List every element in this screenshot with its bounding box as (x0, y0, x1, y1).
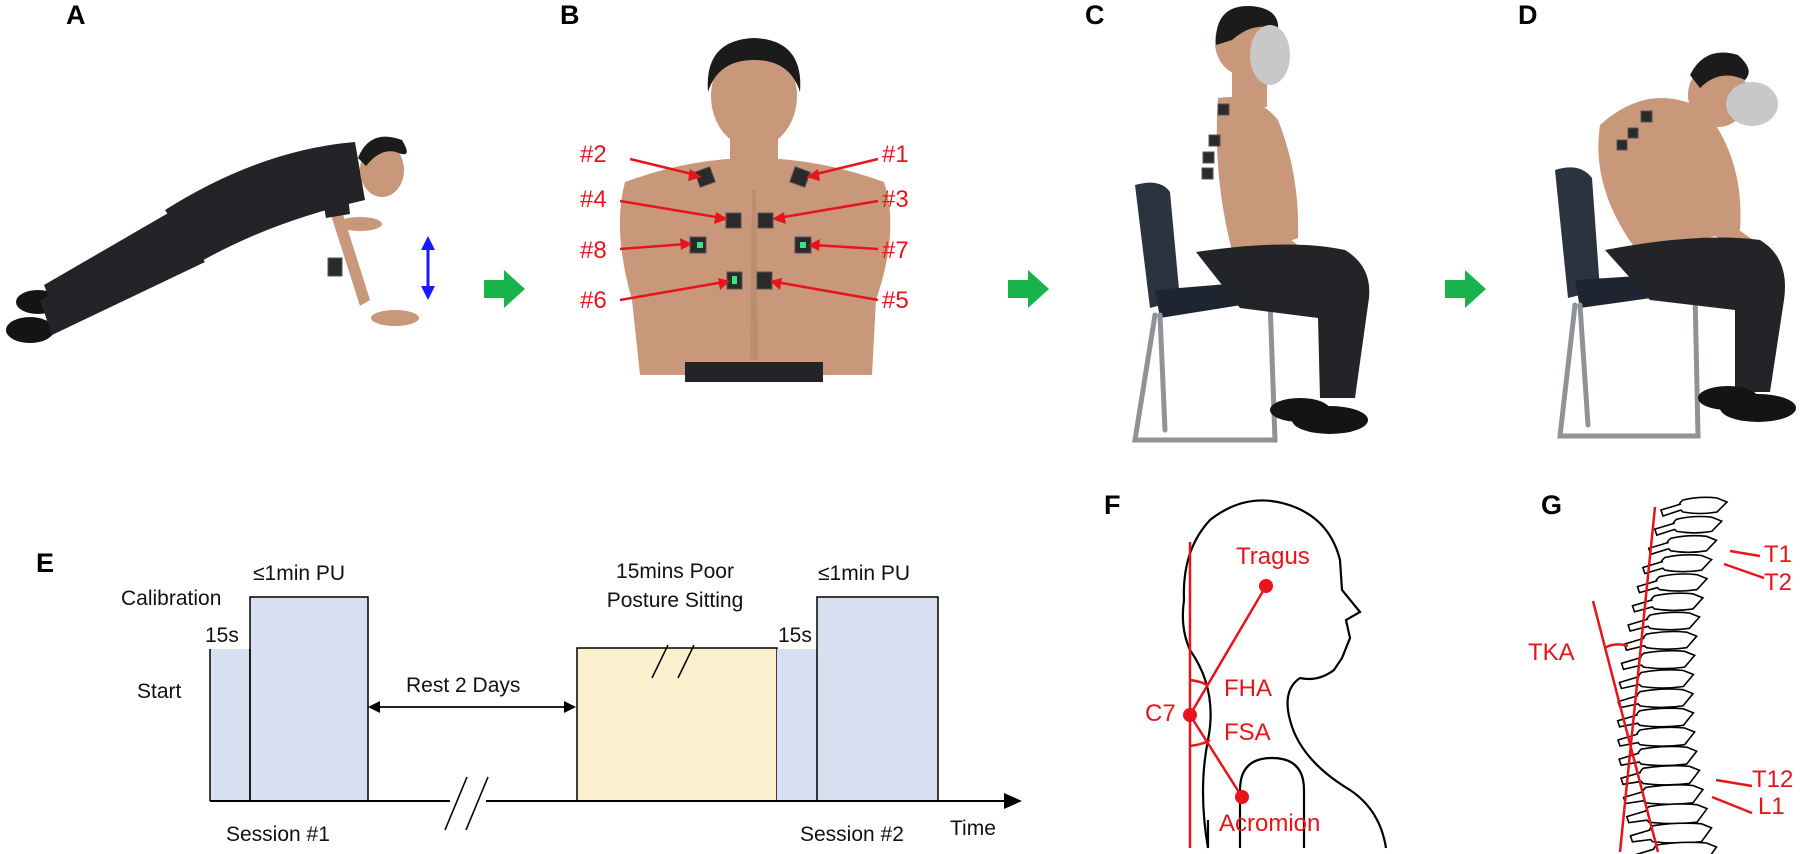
back-photo (619, 38, 891, 382)
vertebra (1665, 534, 1718, 554)
poor-posture-sitting-photo (1555, 52, 1796, 439)
green-arrow-2 (1008, 270, 1049, 308)
start-label: Start (137, 680, 182, 703)
calibration-label: Calibration (121, 587, 221, 610)
green-arrow-1 (484, 270, 525, 308)
session-1-label: Session #1 (226, 823, 330, 846)
vertical-double-arrow (421, 236, 435, 300)
session-2-label: Session #2 (800, 823, 904, 846)
vertebra-process (1653, 522, 1676, 537)
time-axis-label: Time (950, 817, 996, 840)
vertebra (1635, 688, 1695, 709)
fsa-label: FSA (1224, 719, 1271, 746)
vertebra (1638, 649, 1696, 670)
vertebra-process (1659, 503, 1682, 518)
vertebra-process (1623, 637, 1645, 652)
sensor-label-5: #5 (882, 287, 909, 314)
sensor-label-1: #1 (882, 141, 909, 168)
rest-label: Rest 2 Days (406, 674, 520, 697)
c7-point (1183, 708, 1197, 722)
poor-posture-label-line1: 15mins Poor (616, 560, 734, 583)
pu-label-1: ≤1min PU (253, 562, 345, 585)
vertebra (1651, 841, 1718, 854)
vertebra (1643, 803, 1709, 825)
vertebra-process (1625, 809, 1648, 824)
panel-label-c: C (1085, 0, 1105, 30)
panel-label-d: D (1518, 0, 1538, 30)
start-duration-2: 15s (778, 624, 812, 647)
vertebra (1636, 745, 1698, 767)
acromion-point (1235, 790, 1249, 804)
sensor-label-6: #6 (580, 287, 607, 314)
t12-label: T12 (1752, 766, 1793, 793)
poor-posture-bar (576, 647, 778, 802)
pushup-photo (6, 136, 419, 343)
sensor-label-8: #8 (580, 237, 607, 264)
spine-annotations (1591, 506, 1765, 853)
vertebra (1640, 784, 1705, 806)
l1-label: L1 (1758, 793, 1785, 820)
sensor-arrows (619, 157, 879, 302)
panel-label-b: B (560, 0, 580, 30)
vertebra (1641, 630, 1699, 651)
panel-label-g: G (1541, 490, 1562, 520)
vertebra-process (1627, 618, 1649, 632)
sensor-label-4: #4 (580, 186, 607, 213)
fha-label: FHA (1224, 675, 1272, 702)
vertebra-process (1629, 829, 1651, 843)
vertebra-process (1641, 560, 1664, 575)
vertebra (1647, 822, 1713, 844)
vertebra (1649, 592, 1705, 612)
panel-label-a: A (66, 0, 86, 30)
panel-label-e: E (36, 548, 54, 578)
t1-label: T1 (1764, 541, 1792, 568)
tka-line (1591, 600, 1660, 853)
vertebra (1654, 573, 1709, 592)
spine-diagram (1616, 496, 1729, 854)
poor-posture-label-line2: Posture Sitting (607, 589, 744, 612)
upright-sitting-photo (1132, 5, 1370, 443)
acromion-label: Acromion (1219, 810, 1320, 837)
timeline-diagram (209, 596, 1022, 831)
vertebra-process (1620, 656, 1642, 671)
fha-line (1188, 585, 1268, 716)
vertebra (1636, 669, 1695, 689)
vertebra (1638, 764, 1701, 786)
pu-label-2: ≤1min PU (818, 562, 910, 585)
start-duration-1: 15s (205, 624, 239, 647)
vertebra (1635, 726, 1696, 747)
session2-start-bar (777, 649, 817, 801)
session1-calibration-bar (249, 596, 369, 802)
vertebra (1678, 496, 1729, 515)
vertebra-process (1618, 675, 1640, 690)
vertebra-process (1631, 599, 1653, 613)
session1-start-bar (210, 649, 250, 801)
vertebra-process (1635, 848, 1655, 854)
sensor-label-3: #3 (882, 186, 909, 213)
vertebra (1634, 707, 1695, 728)
tragus-label: Tragus (1236, 543, 1310, 570)
sensor-label-2: #2 (580, 141, 607, 168)
vertebra (1645, 611, 1701, 631)
vertebra (1660, 554, 1713, 573)
session2-calibration-bar (816, 596, 939, 802)
vertebra (1672, 515, 1724, 534)
head-angle-diagram (1181, 499, 1388, 849)
sensor-label-7: #7 (882, 237, 909, 264)
c7-label: C7 (1145, 700, 1176, 727)
panel-label-f: F (1104, 490, 1121, 520)
fsa-line (1188, 714, 1244, 798)
spine-tangent-line (1618, 506, 1657, 853)
t2-label: T2 (1764, 569, 1792, 596)
tka-label: TKA (1528, 639, 1575, 666)
green-arrow-3 (1445, 270, 1486, 308)
tragus-point (1259, 579, 1273, 593)
